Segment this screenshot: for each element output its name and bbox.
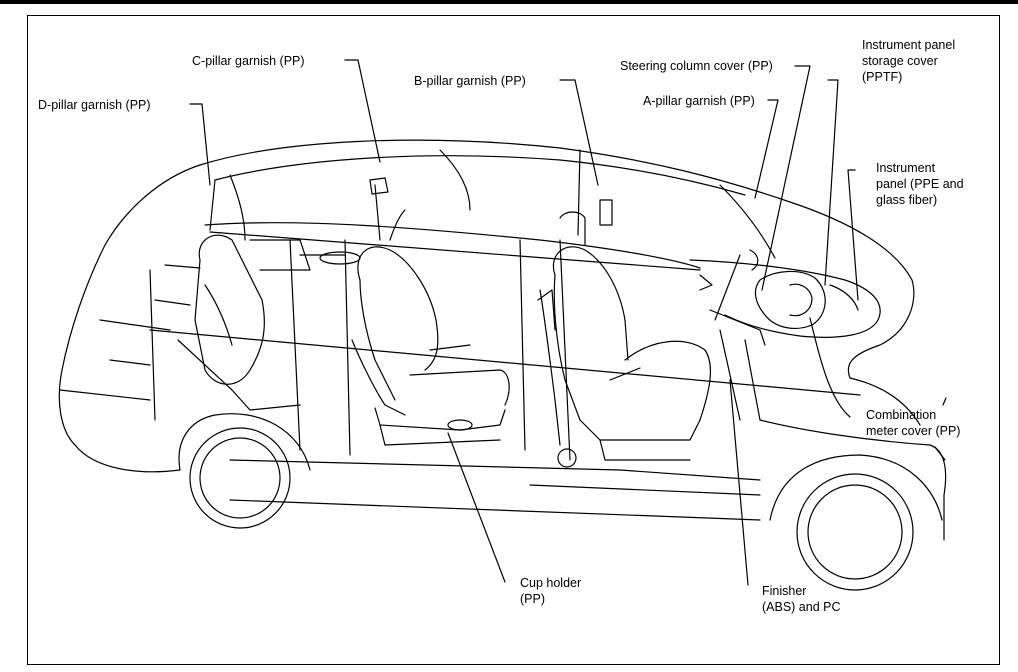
label-line: storage cover [862, 54, 938, 68]
label-cup-holder: Cup holder (PP) [520, 575, 581, 607]
leader-lines [189, 59, 947, 586]
label-instrument-panel: Instrument panel (PPE and glass fiber) [876, 160, 964, 208]
label-line: (PP) [520, 592, 545, 606]
label-line: Cup holder [520, 576, 582, 590]
label-line: (ABS) and PC [762, 600, 841, 614]
label-finisher: Finisher (ABS) and PC [762, 583, 841, 615]
label-instrument-panel-storage-cover: Instrument panel storage cover (PPTF) [862, 37, 955, 85]
middle-seat [351, 209, 510, 446]
wheels [178, 413, 943, 591]
rear-seat [177, 234, 301, 411]
label-line: panel (PPE and [876, 177, 964, 191]
label-line: Instrument [876, 161, 936, 175]
top-rule [0, 0, 1018, 4]
diagram-frame [27, 15, 1000, 665]
label-steering-column-cover: Steering column cover (PP) [620, 59, 773, 73]
front-seat [537, 211, 711, 468]
label-line: Finisher [762, 584, 807, 598]
label-line: (PPTF) [862, 70, 903, 84]
label-d-pillar-garnish: D-pillar garnish (PP) [38, 98, 151, 112]
vehicle-body-outline [58, 139, 947, 541]
label-line: glass fiber) [876, 193, 938, 207]
label-c-pillar-garnish: C-pillar garnish (PP) [192, 54, 305, 68]
label-a-pillar-garnish: A-pillar garnish (PP) [643, 94, 755, 108]
rear-panels [154, 174, 613, 306]
label-line: Instrument panel [862, 38, 956, 52]
label-line: Combination [866, 408, 937, 422]
label-line: meter cover (PP) [866, 424, 961, 438]
label-combination-meter-cover: Combination meter cover (PP) [866, 407, 960, 439]
label-b-pillar-garnish: B-pillar garnish (PP) [414, 74, 526, 88]
